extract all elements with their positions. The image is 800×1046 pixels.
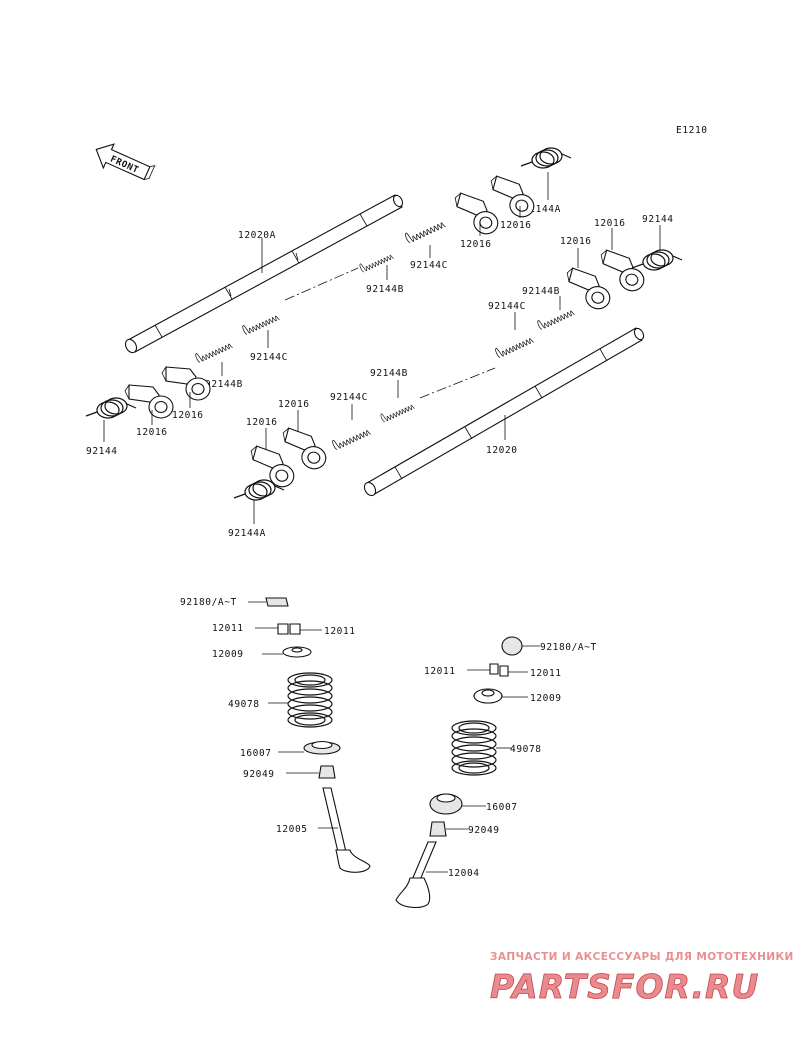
- label-92144b-upper: 92144B: [366, 284, 404, 295]
- watermark-tagline: ЗАПЧАСТИ И АКСЕССУАРЫ ДЛЯ МОТОТЕХНИКИ: [490, 951, 794, 963]
- label-12020a: 12020A: [238, 230, 276, 241]
- label-seal-left: 92049: [243, 769, 275, 780]
- label-12016-lower-b: 12016: [246, 417, 278, 428]
- label-valve-12005: 12005: [276, 824, 308, 835]
- spring-92144b-right: [536, 304, 576, 331]
- rocker-arm-12016-left-a: [161, 366, 211, 401]
- spring-92144c-lower: [331, 424, 372, 451]
- rocker-arm-12016-left-b: [124, 384, 174, 419]
- diagram-code: E1210: [676, 125, 708, 136]
- label-retainer-left: 12009: [212, 649, 244, 660]
- rocker-arm-12016-right-b: [559, 266, 616, 312]
- label-92144b-lower: 92144B: [370, 368, 408, 379]
- spring-92144c-upper-right: [404, 216, 446, 244]
- label-shim-right: 92180/A~T: [540, 642, 597, 653]
- label-valve-spring-right: 49078: [510, 744, 542, 755]
- label-12016-upper-a: 12016: [500, 220, 532, 231]
- label-12016-left-a: 12016: [172, 410, 204, 421]
- label-keeper-right-b: 12011: [530, 668, 562, 679]
- label-valve-12004: 12004: [448, 868, 480, 879]
- spring-92144b-left: [194, 337, 234, 364]
- label-12016-right-b: 12016: [560, 236, 592, 247]
- label-12020: 12020: [486, 445, 518, 456]
- label-92144-right: 92144: [642, 214, 674, 225]
- torsion-spring-92144-right: [631, 249, 683, 271]
- watermark-brand: PARTSFOR.RU: [490, 967, 759, 1006]
- label-92144a-upper: 92144A: [523, 204, 561, 215]
- rocker-shaft-12020: [363, 327, 645, 497]
- spring-92144c-upper-left: [241, 309, 281, 336]
- rocker-arm-12016-right-a: [593, 248, 650, 294]
- label-keeper-left-a: 12011: [212, 623, 244, 634]
- label-12016-lower-a: 12016: [278, 399, 310, 410]
- label-seat-left: 16007: [240, 748, 272, 759]
- spring-92144c-right: [494, 332, 535, 359]
- front-arrow-icon: FRONT: [95, 143, 156, 181]
- label-valve-spring-left: 49078: [228, 699, 260, 710]
- label-92144c-right: 92144C: [488, 301, 526, 312]
- label-keeper-right-a: 12011: [424, 666, 456, 677]
- label-12016-right-a: 12016: [594, 218, 626, 229]
- label-keeper-left-b: 12011: [324, 626, 356, 637]
- valve-assembly-right: 92180/A~T 12011 12011 12009 49078 16007 …: [395, 636, 597, 909]
- label-12016-left-b: 12016: [136, 427, 168, 438]
- watermark-logo: ЗАПЧАСТИ И АКСЕССУАРЫ ДЛЯ МОТОТЕХНИКИ PA…: [490, 951, 794, 1006]
- spring-92144b-upper: [358, 249, 395, 273]
- label-retainer-right: 12009: [530, 693, 562, 704]
- label-92144b-right: 92144B: [522, 286, 560, 297]
- rocker-arm-12016-upper-b: [447, 191, 504, 237]
- rocker-shaft-12020a: [124, 194, 404, 354]
- label-12016-upper-b: 12016: [460, 239, 492, 250]
- label-92144c-upper-left: 92144C: [250, 352, 288, 363]
- label-seal-right: 92049: [468, 825, 500, 836]
- label-92144c-upper: 92144C: [410, 260, 448, 271]
- label-92144b-left: 92144B: [205, 379, 243, 390]
- label-seat-right: 16007: [486, 802, 518, 813]
- valve-assembly-left: 92180/A~T 12011 12011 12009 49078 16007 …: [180, 597, 371, 873]
- spring-92144b-lower: [379, 399, 416, 423]
- rocker-arm-12016-upper-a: [483, 174, 540, 220]
- torsion-spring-92144-left: [85, 397, 137, 419]
- label-shim-left: 92180/A~T: [180, 597, 237, 608]
- label-92144-left: 92144: [86, 446, 118, 457]
- label-92144c-lower: 92144C: [330, 392, 368, 403]
- label-92144a-lower: 92144A: [228, 528, 266, 539]
- torsion-spring-92144a-upper: [520, 147, 572, 169]
